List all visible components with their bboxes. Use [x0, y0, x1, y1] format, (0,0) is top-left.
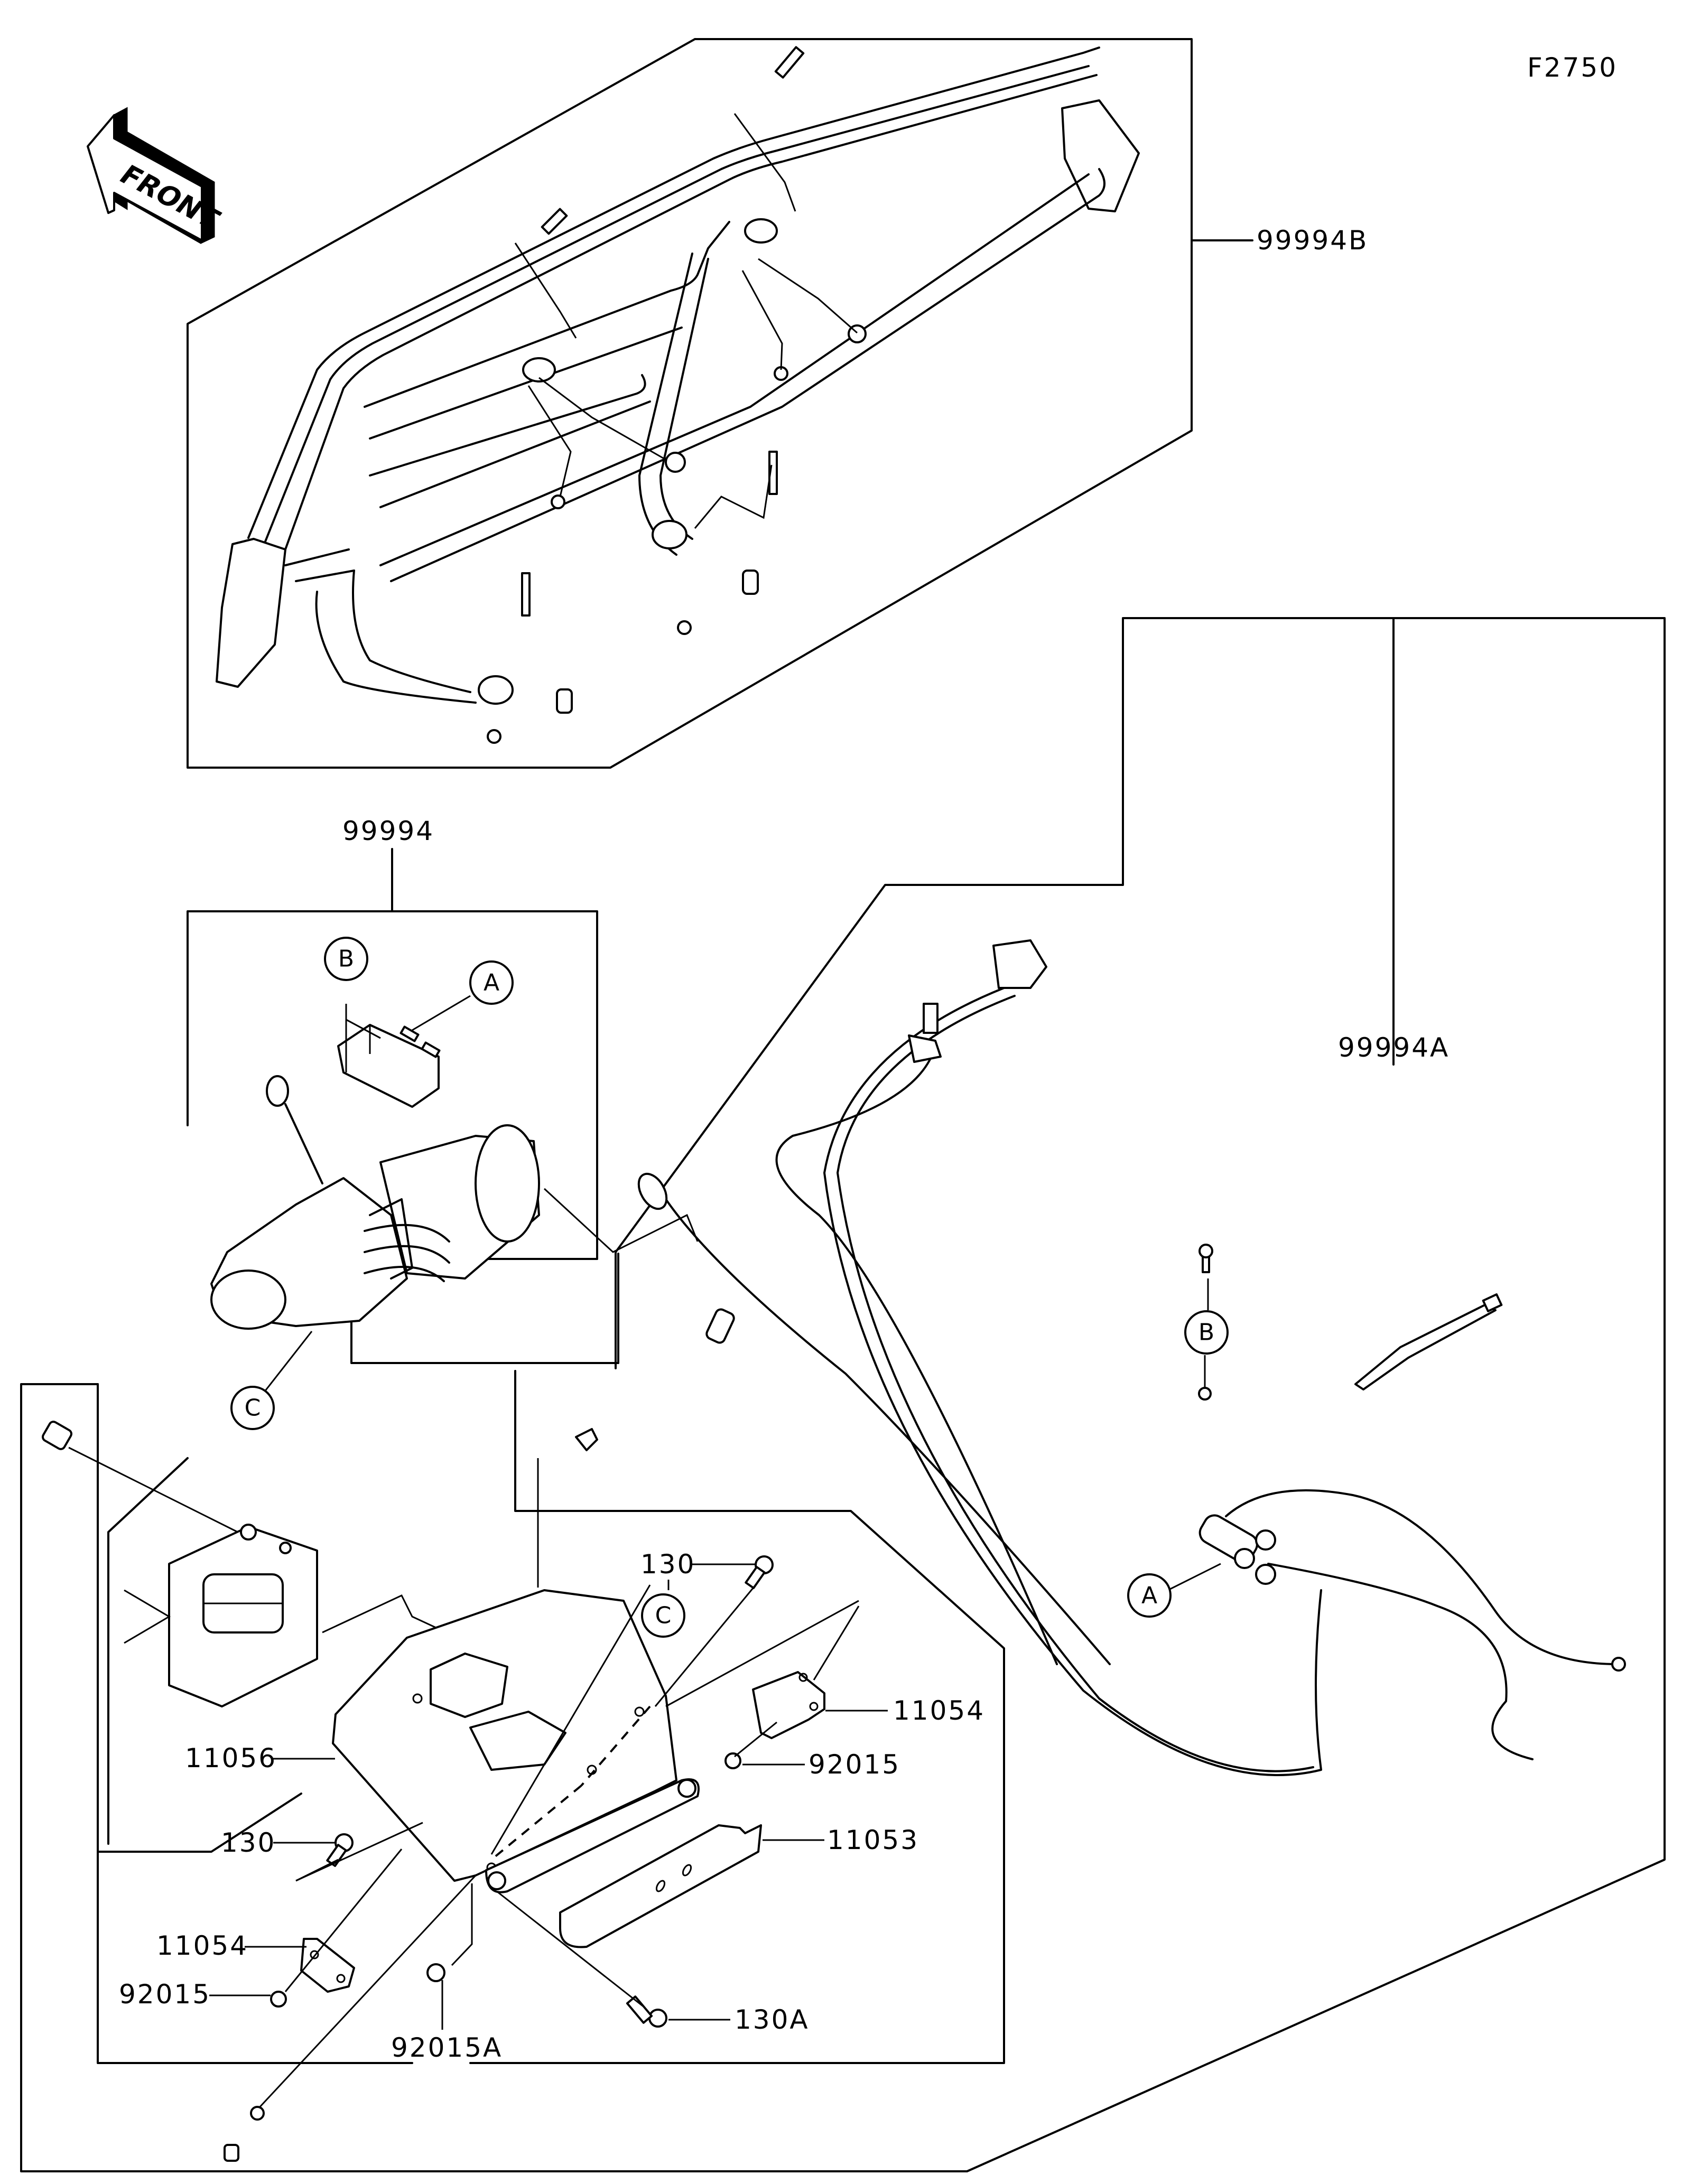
callout-11054-left: 11054 — [156, 1930, 306, 1961]
ref-circle-winch-b: B — [324, 937, 368, 981]
svg-text:92015: 92015 — [119, 1979, 211, 2010]
nut-92015-right — [724, 1752, 741, 1769]
group-label-99994: 99994 — [342, 816, 434, 846]
svg-text:11056: 11056 — [185, 1743, 277, 1774]
plate-nut — [575, 1428, 598, 1451]
lower-bracket-tube — [485, 1778, 700, 1893]
callout-92015-left: 92015 — [119, 1979, 271, 2010]
figure-code: F2750 — [1527, 52, 1618, 83]
callout-92015-right: 92015 — [742, 1749, 900, 1780]
harness-group-99994a: 99994A — [20, 617, 1666, 2172]
bumper-mount-brackets — [478, 218, 778, 705]
leader-harness-a — [1167, 1563, 1221, 1591]
plate-leader-lines — [258, 1584, 860, 2109]
svg-text:11054: 11054 — [156, 1930, 248, 1961]
group-boundary-99994b — [187, 38, 1193, 769]
harness-connectors — [637, 939, 1626, 1672]
cable-tie — [1354, 1293, 1503, 1390]
fairlead-boundary — [97, 1383, 302, 1853]
svg-text:11054: 11054 — [893, 1695, 985, 1726]
leader-winch-c — [263, 1331, 313, 1393]
backing-plate-right — [752, 1671, 825, 1739]
bumper-frame — [216, 46, 1140, 704]
callout-130-top: 130 — [640, 1549, 756, 1580]
svg-text:B: B — [1198, 1319, 1214, 1346]
svg-text:C: C — [245, 1395, 261, 1422]
ref-circle-plate-c: C — [641, 1593, 685, 1638]
fairlead-bolt — [42, 1421, 72, 1450]
svg-text:130: 130 — [640, 1549, 695, 1580]
svg-text:130A: 130A — [735, 2004, 810, 2035]
bolt-130-top — [745, 1555, 774, 1589]
bolt-130a — [626, 1995, 667, 2028]
group-boundary-99994a — [20, 617, 1666, 2172]
side-bracket-11053 — [559, 1824, 762, 1948]
svg-text:B: B — [338, 946, 354, 973]
washer-bottom — [250, 2106, 265, 2121]
callout-11053: 11053 — [763, 1825, 919, 1855]
winch-body — [210, 1075, 540, 1330]
mounting-plate-area: C — [97, 1370, 1005, 2162]
nut-92015a — [426, 1963, 445, 1982]
fairlead-area — [42, 1383, 487, 1853]
front-arrow-icon: FRONT — [87, 107, 226, 244]
callout-11056: 11056 — [185, 1743, 335, 1774]
svg-text:A: A — [1141, 1582, 1157, 1609]
svg-text:92015A: 92015A — [391, 2032, 503, 2063]
wiring-harness — [665, 987, 1618, 1776]
ref-circle-winch-a: A — [469, 960, 514, 1005]
nut-92015-left — [270, 1991, 287, 2008]
backing-plate-left — [300, 1938, 355, 1993]
winch-group-99994: 99994 B A — [187, 816, 699, 1430]
winch-wire-leader — [543, 1188, 699, 1253]
fairlead-boundary-inner — [107, 1457, 189, 1845]
callout-130-left: 130 — [221, 1827, 336, 1858]
bumper-group-99994b: 99994B — [187, 38, 1368, 769]
bumper-bolts — [521, 46, 805, 617]
callout-92015a: 92015A — [391, 1980, 503, 2063]
svg-text:130: 130 — [221, 1827, 276, 1858]
ref-circle-winch-c: C — [230, 1386, 275, 1430]
svg-text:92015: 92015 — [809, 1749, 900, 1780]
svg-text:C: C — [655, 1602, 672, 1629]
roller-fairlead — [168, 1524, 318, 1707]
harness-bolt — [1198, 1244, 1213, 1401]
callout-11054-right: 11054 — [825, 1695, 985, 1726]
plate-boundary-left — [97, 1843, 413, 2064]
ref-circle-harness-b: B — [1184, 1310, 1229, 1355]
plate-boundary — [469, 1370, 1005, 2064]
bumper-nuts-spacers — [487, 324, 867, 744]
bumper-leader-lines — [514, 113, 858, 529]
callout-130a: 130A — [668, 2004, 810, 2035]
svg-text:A: A — [484, 969, 499, 996]
svg-text:11053: 11053 — [827, 1825, 919, 1855]
ref-circle-harness-a: A — [1127, 1573, 1172, 1618]
winch-solenoid — [337, 1024, 441, 1108]
group-label-99994b: 99994B — [1257, 225, 1368, 256]
bolt-bottom — [224, 2144, 239, 2162]
